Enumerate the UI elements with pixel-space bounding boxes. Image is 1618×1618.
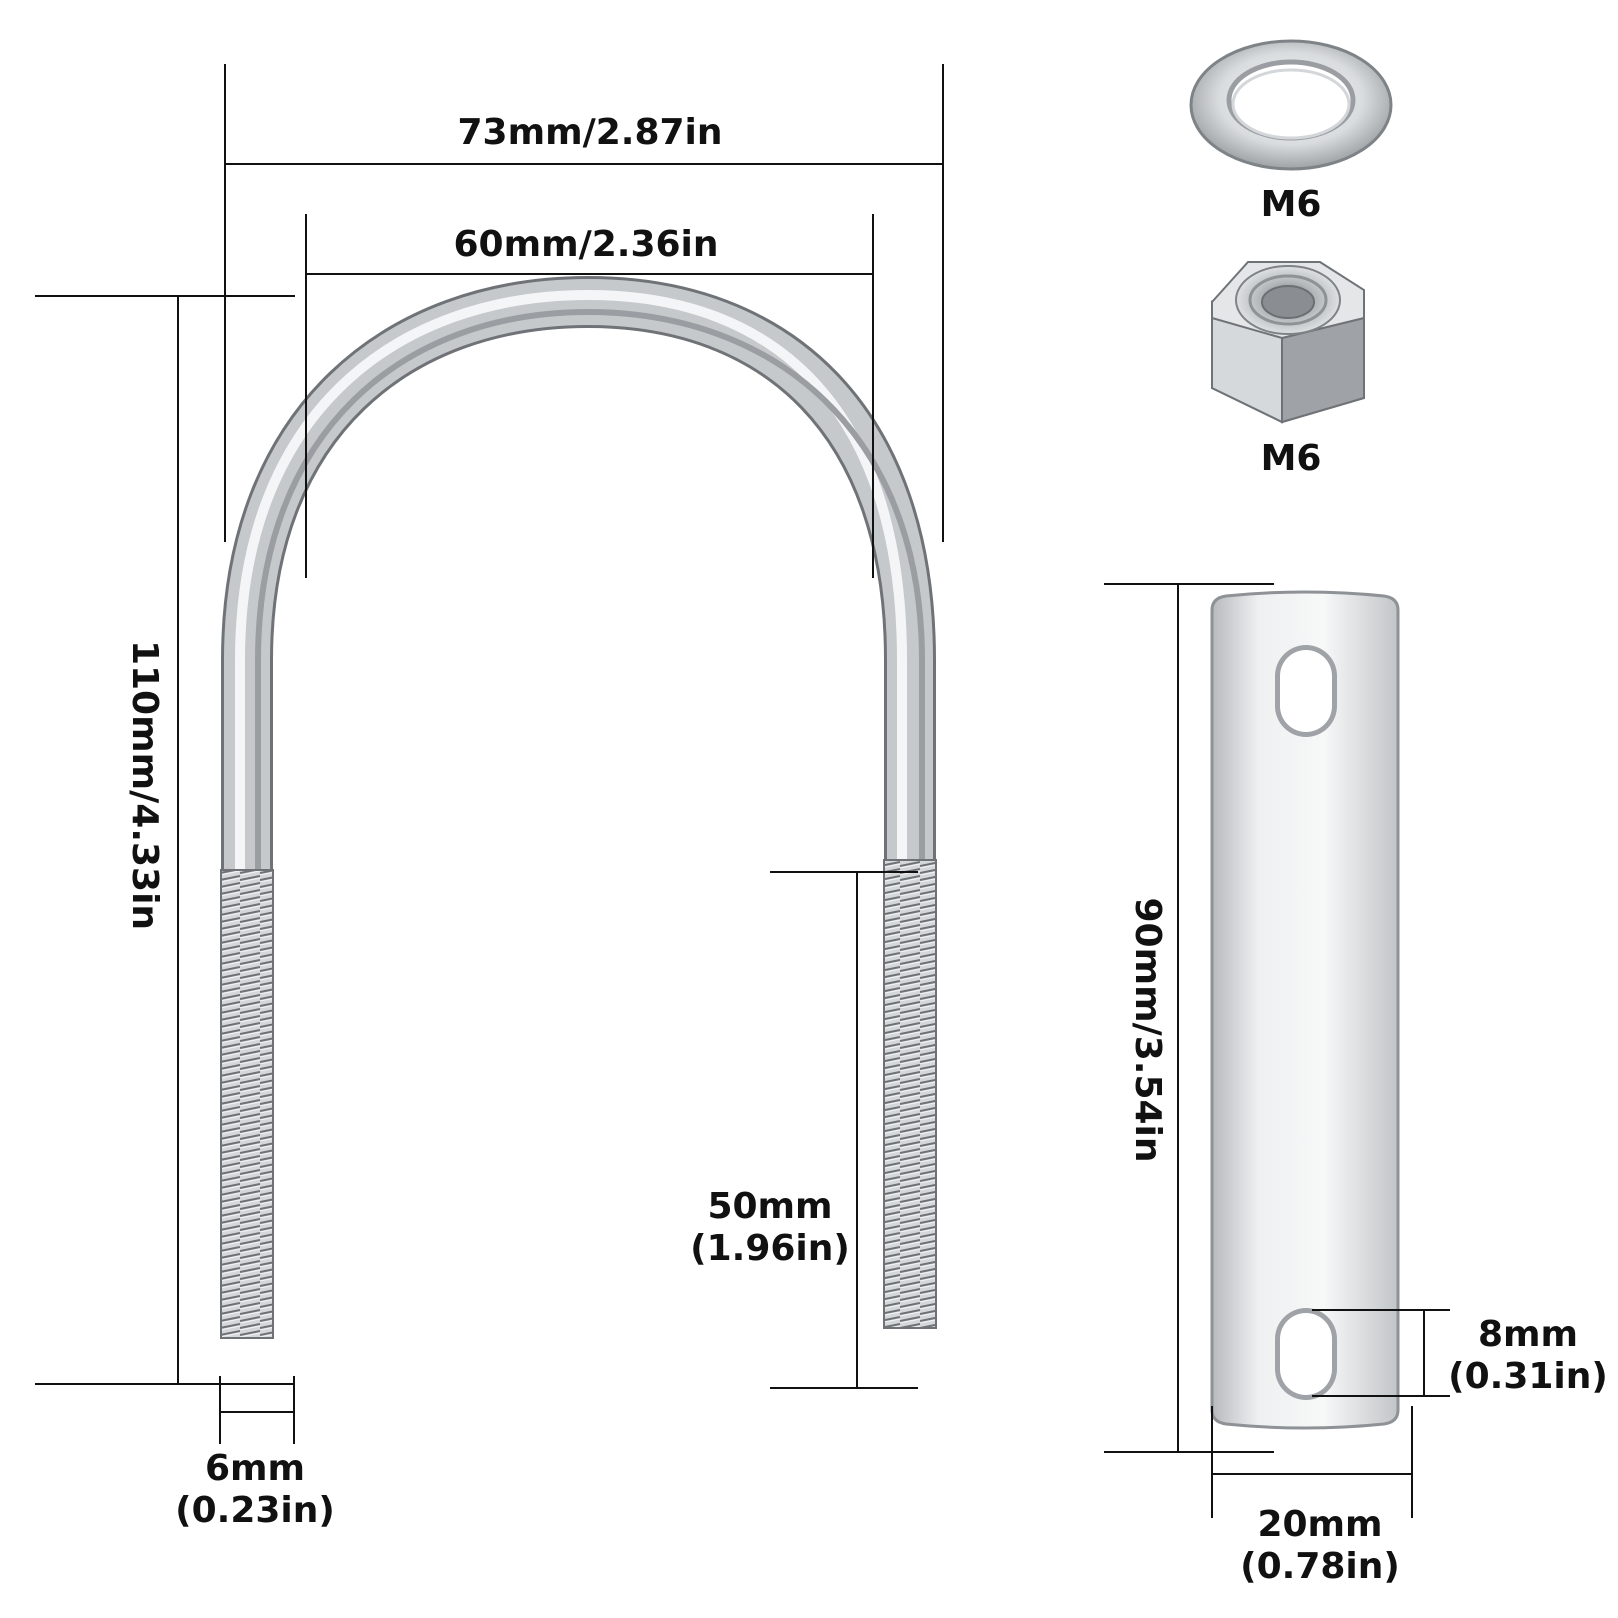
washer-label: M6 (1261, 184, 1322, 225)
plate-width-in-label: (0.78in) (1240, 1546, 1400, 1587)
plate-length-label: 90mm/3.54in (1127, 897, 1168, 1162)
washer-icon (1189, 39, 1393, 171)
mounting-plate-icon (1210, 590, 1400, 1430)
total-height-label: 110mm/4.33in (124, 640, 165, 930)
u-bolt-icon (220, 275, 937, 1339)
nut-label: M6 (1261, 438, 1322, 479)
plate-width-mm-label: 20mm (1257, 1504, 1382, 1545)
hole-size-in-label: (0.31in) (1448, 1356, 1608, 1397)
inner-width-label: 60mm/2.36in (453, 224, 718, 265)
thread-length-in-label: (1.96in) (690, 1228, 850, 1269)
rod-diameter-mm-label: 6mm (205, 1448, 305, 1489)
dimension-lines (35, 64, 1450, 1518)
outer-width-label: 73mm/2.87in (457, 112, 722, 153)
hole-size-mm-label: 8mm (1478, 1314, 1578, 1355)
rod-diameter-in-label: (0.23in) (175, 1490, 335, 1531)
hex-nut-icon (1211, 261, 1365, 424)
thread-length-mm-label: 50mm (707, 1186, 832, 1227)
